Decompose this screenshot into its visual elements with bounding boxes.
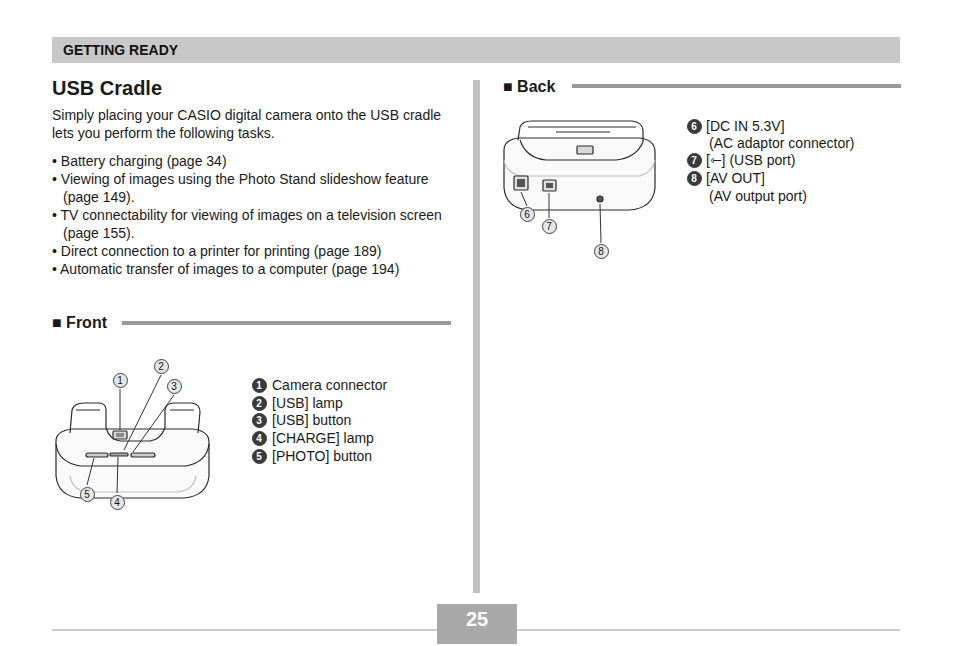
callout-number: 8 [687, 171, 702, 186]
node-text: 25 [437, 607, 517, 631]
part-name: [CHARGE] lamp [272, 429, 374, 447]
callout-number: 3 [167, 379, 182, 394]
callout-number: 7 [542, 219, 557, 234]
leader-lines-front [87, 375, 174, 493]
intro-text: Simply placing your CASIO digital camera… [52, 106, 447, 142]
callout-number: 2 [154, 359, 169, 374]
callout-number: 8 [594, 244, 609, 259]
part-description: (AV output port) [709, 187, 807, 205]
callout-number: 5 [80, 487, 95, 502]
part-name: [USB] button [272, 411, 351, 429]
callout-number: 6 [687, 119, 702, 134]
part-name: Camera connector [272, 376, 387, 394]
section-heading: ■ Back [503, 77, 561, 97]
part-description: (AC adaptor connector) [709, 134, 855, 152]
part-name: [AV OUT] [706, 169, 765, 187]
part-name: [⇽] (USB port) [706, 151, 796, 169]
callout-number: 7 [687, 153, 702, 168]
callout-number: 3 [252, 413, 267, 428]
cradle-back-illustration [504, 121, 655, 210]
callout-number: 2 [252, 396, 267, 411]
section-heading: ■ Front [52, 313, 113, 333]
page-title: USB Cradle [52, 76, 162, 100]
column-divider [473, 80, 480, 593]
page-number-box: 25 [437, 604, 517, 644]
part-name: [USB] lamp [272, 394, 343, 412]
part-name: [DC IN 5.3V] [706, 117, 785, 135]
bullet-item: • Direct connection to a printer for pri… [52, 242, 447, 260]
callout-number: 6 [520, 207, 535, 222]
bullet-item: • Viewing of images using the Photo Stan… [52, 170, 447, 206]
callout-number: 5 [252, 449, 267, 464]
section-rule [572, 84, 901, 88]
callout-number: 4 [252, 431, 267, 446]
callout-number: 1 [252, 378, 267, 393]
bullet-item: • TV connectability for viewing of image… [52, 206, 447, 242]
part-name: [PHOTO] button [272, 447, 372, 465]
callout-number: 4 [110, 495, 125, 510]
bullet-item: • Battery charging (page 34) [52, 152, 447, 170]
section-band: GETTING READY [52, 37, 900, 63]
callout-number: 1 [113, 373, 128, 388]
node-text: GETTING READY [63, 41, 900, 59]
bullet-item: • Automatic transfer of images to a comp… [52, 260, 447, 278]
cradle-front-illustration [56, 403, 209, 498]
section-rule [122, 321, 451, 325]
